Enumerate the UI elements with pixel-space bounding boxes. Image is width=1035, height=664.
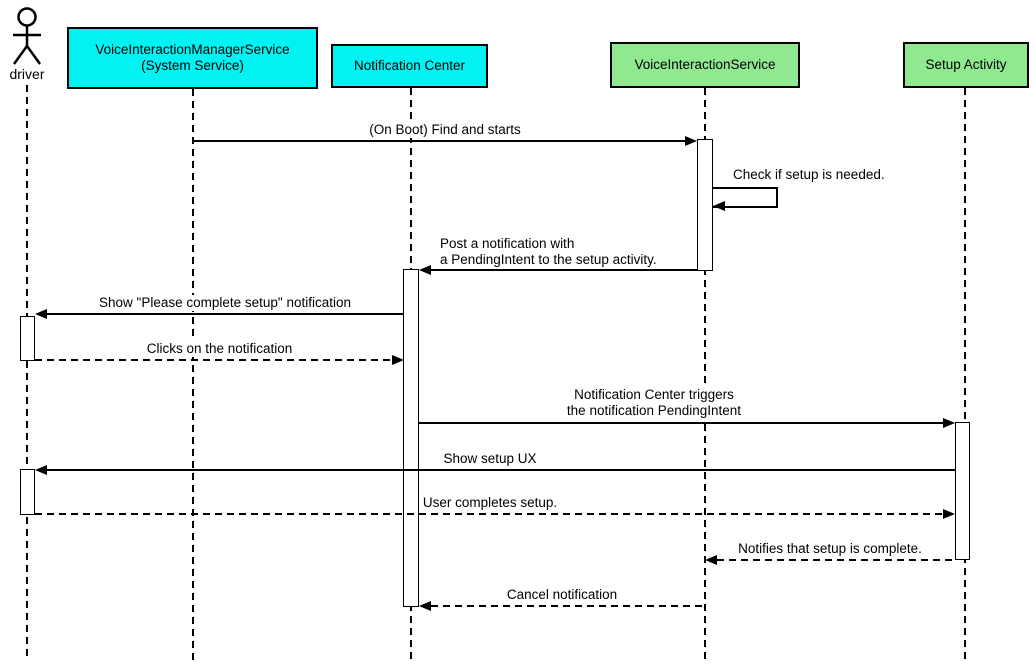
message-1-label: (On Boot) Find and starts (367, 122, 523, 138)
message-2-label: Check if setup is needed. (731, 167, 887, 183)
message-3-label: Post a notification with a PendingIntent… (438, 236, 659, 268)
actor-stick-figure-icon (12, 7, 42, 65)
message-10-arrowhead-left-icon (419, 601, 431, 611)
participant-box-voice-interaction-manager-service: VoiceInteractionManagerService (System S… (67, 27, 318, 89)
message-4-arrowhead-left-icon (35, 309, 47, 319)
message-4-label: Show "Please complete setup" notificatio… (97, 295, 353, 311)
activation-bar-notification-center (403, 269, 419, 607)
message-4-line (47, 313, 403, 315)
message-3-arrowhead-left-icon (419, 265, 431, 275)
message-7-arrowhead-left-icon (35, 465, 47, 475)
message-9-line (717, 559, 955, 561)
lifeline-voice-interaction-manager-service (192, 89, 194, 661)
participant-box-voice-interaction-service: VoiceInteractionService (610, 42, 800, 88)
message-1-line (193, 140, 685, 142)
participant-box-notification-center: Notification Center (331, 44, 488, 88)
activation-bar-setup-activity (955, 422, 970, 560)
activation-bar-driver-2 (20, 469, 35, 515)
message-9-label: Notifies that setup is complete. (736, 541, 924, 557)
message-1-arrowhead-right-icon (685, 136, 697, 146)
message-8-line (35, 513, 943, 515)
activation-bar-voice-interaction-service (697, 139, 713, 271)
message-2-self-call-line (713, 187, 778, 208)
message-10-line (431, 605, 705, 607)
message-7-label: Show setup UX (441, 451, 539, 467)
lifeline-driver (26, 85, 28, 661)
message-5-arrowhead-right-icon (392, 355, 404, 365)
message-7-line (47, 469, 955, 471)
message-9-arrowhead-left-icon (705, 555, 717, 565)
lifeline-voice-interaction-service (704, 88, 706, 661)
message-6-arrowhead-right-icon (943, 418, 955, 428)
message-2-arrowhead-left-icon (713, 201, 725, 211)
participant-box-setup-activity: Setup Activity (903, 42, 1029, 88)
message-10-label: Cancel notification (504, 587, 620, 603)
activation-bar-driver-1 (20, 316, 35, 361)
lifeline-setup-activity (964, 88, 966, 661)
message-8-label: User completes setup. (420, 495, 560, 511)
message-6-line (419, 422, 943, 424)
participant-driver-label: driver (9, 66, 45, 82)
message-6-label: Notification Center triggers the notific… (564, 387, 744, 419)
message-5-line (35, 359, 392, 361)
message-3-line (431, 269, 697, 271)
message-5-label: Clicks on the notification (144, 341, 295, 357)
message-8-arrowhead-right-icon (943, 509, 955, 519)
